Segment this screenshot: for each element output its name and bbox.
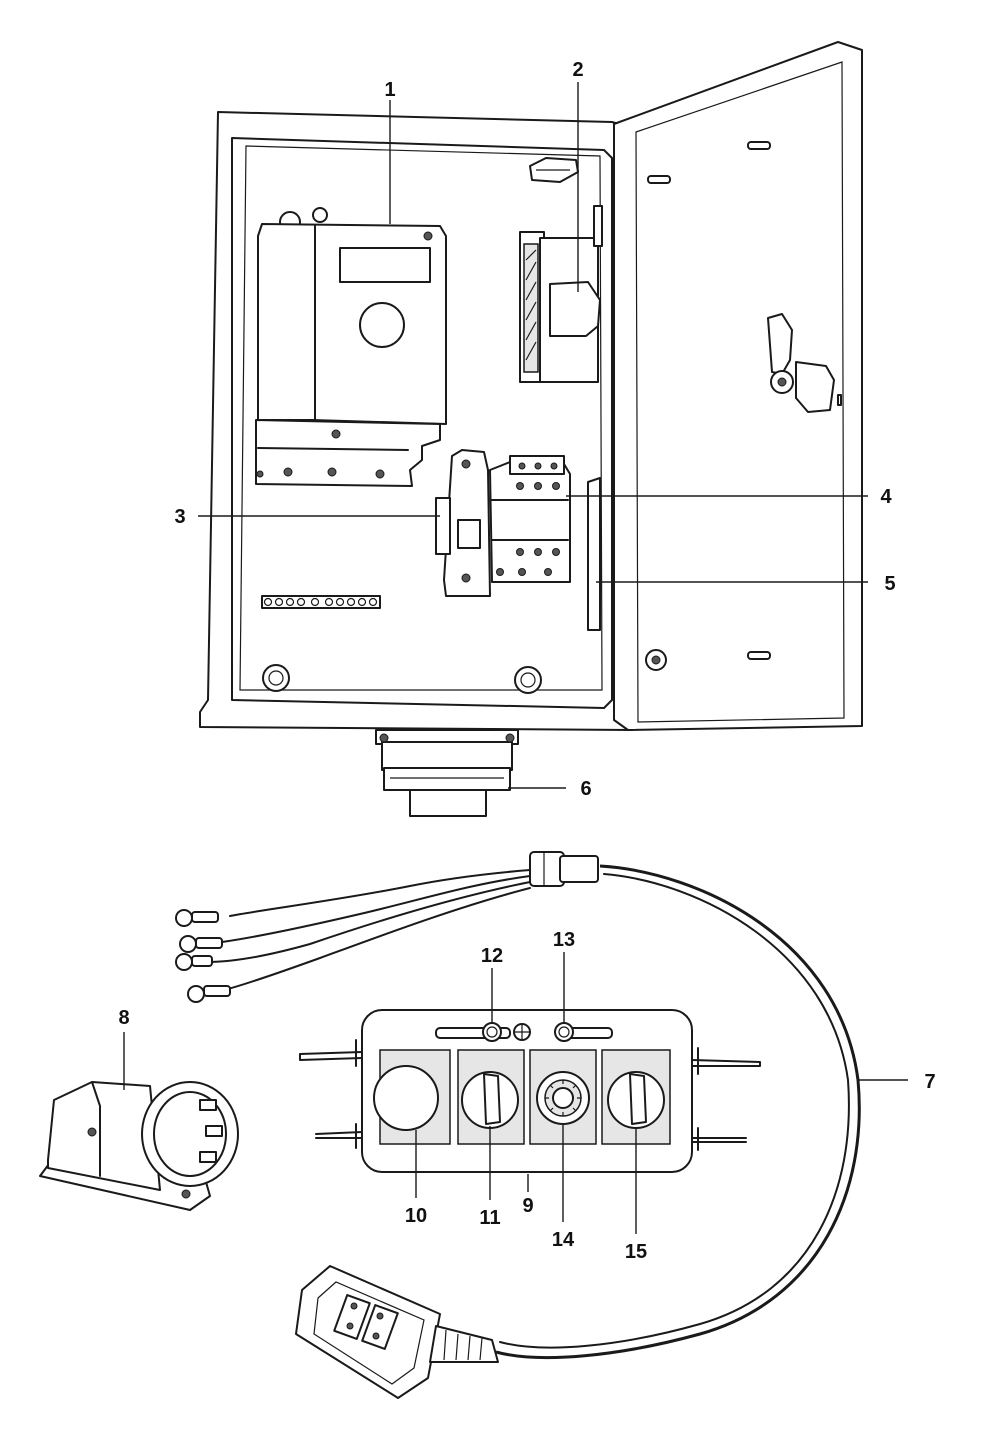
control-panel	[299, 1009, 761, 1173]
contactor	[489, 455, 571, 583]
callout-14: 14	[552, 1229, 575, 1251]
callout-3: 3	[174, 506, 185, 528]
mounting-nut	[262, 664, 542, 694]
callout-8: 8	[118, 1007, 129, 1029]
callout-2: 2	[572, 59, 583, 81]
indicator-lamp	[554, 1022, 574, 1042]
leader-lines	[123, 82, 908, 1234]
frequency-inverter-unit	[255, 207, 447, 487]
cable-wire-leads	[175, 869, 531, 1003]
cooling-fan	[519, 157, 603, 383]
callout-4: 4	[880, 486, 892, 508]
cable-duct	[587, 477, 601, 631]
emergency-stop-button	[373, 1065, 439, 1131]
selector-switch	[607, 1071, 665, 1129]
callout-15: 15	[625, 1241, 647, 1263]
cee-power-inlet	[39, 1081, 239, 1211]
cable-inlet-connector	[375, 729, 519, 817]
callout-1: 1	[384, 79, 395, 101]
callout-13: 13	[553, 929, 575, 951]
enclosure-door	[613, 41, 863, 731]
motor-protection-switch	[435, 449, 491, 597]
indicator-lamp	[482, 1022, 502, 1042]
door-latch-handle	[767, 313, 835, 413]
terminal-block-row	[261, 595, 381, 609]
control-cable	[495, 851, 861, 1360]
callout-labels: 1 2 3 4 5 6 7 8 9 10 11 12 13 14 15	[118, 59, 935, 1263]
selector-switch	[461, 1071, 519, 1129]
callout-6: 6	[580, 778, 591, 800]
callout-5: 5	[884, 573, 895, 595]
callout-7: 7	[924, 1071, 935, 1093]
potentiometer-knob	[536, 1071, 590, 1125]
callout-9: 9	[522, 1195, 533, 1217]
callout-10: 10	[405, 1205, 427, 1227]
callout-12: 12	[481, 945, 503, 967]
cable-connector-housing	[295, 1265, 499, 1399]
callout-11: 11	[479, 1207, 500, 1229]
door-lock-knob	[645, 649, 667, 671]
